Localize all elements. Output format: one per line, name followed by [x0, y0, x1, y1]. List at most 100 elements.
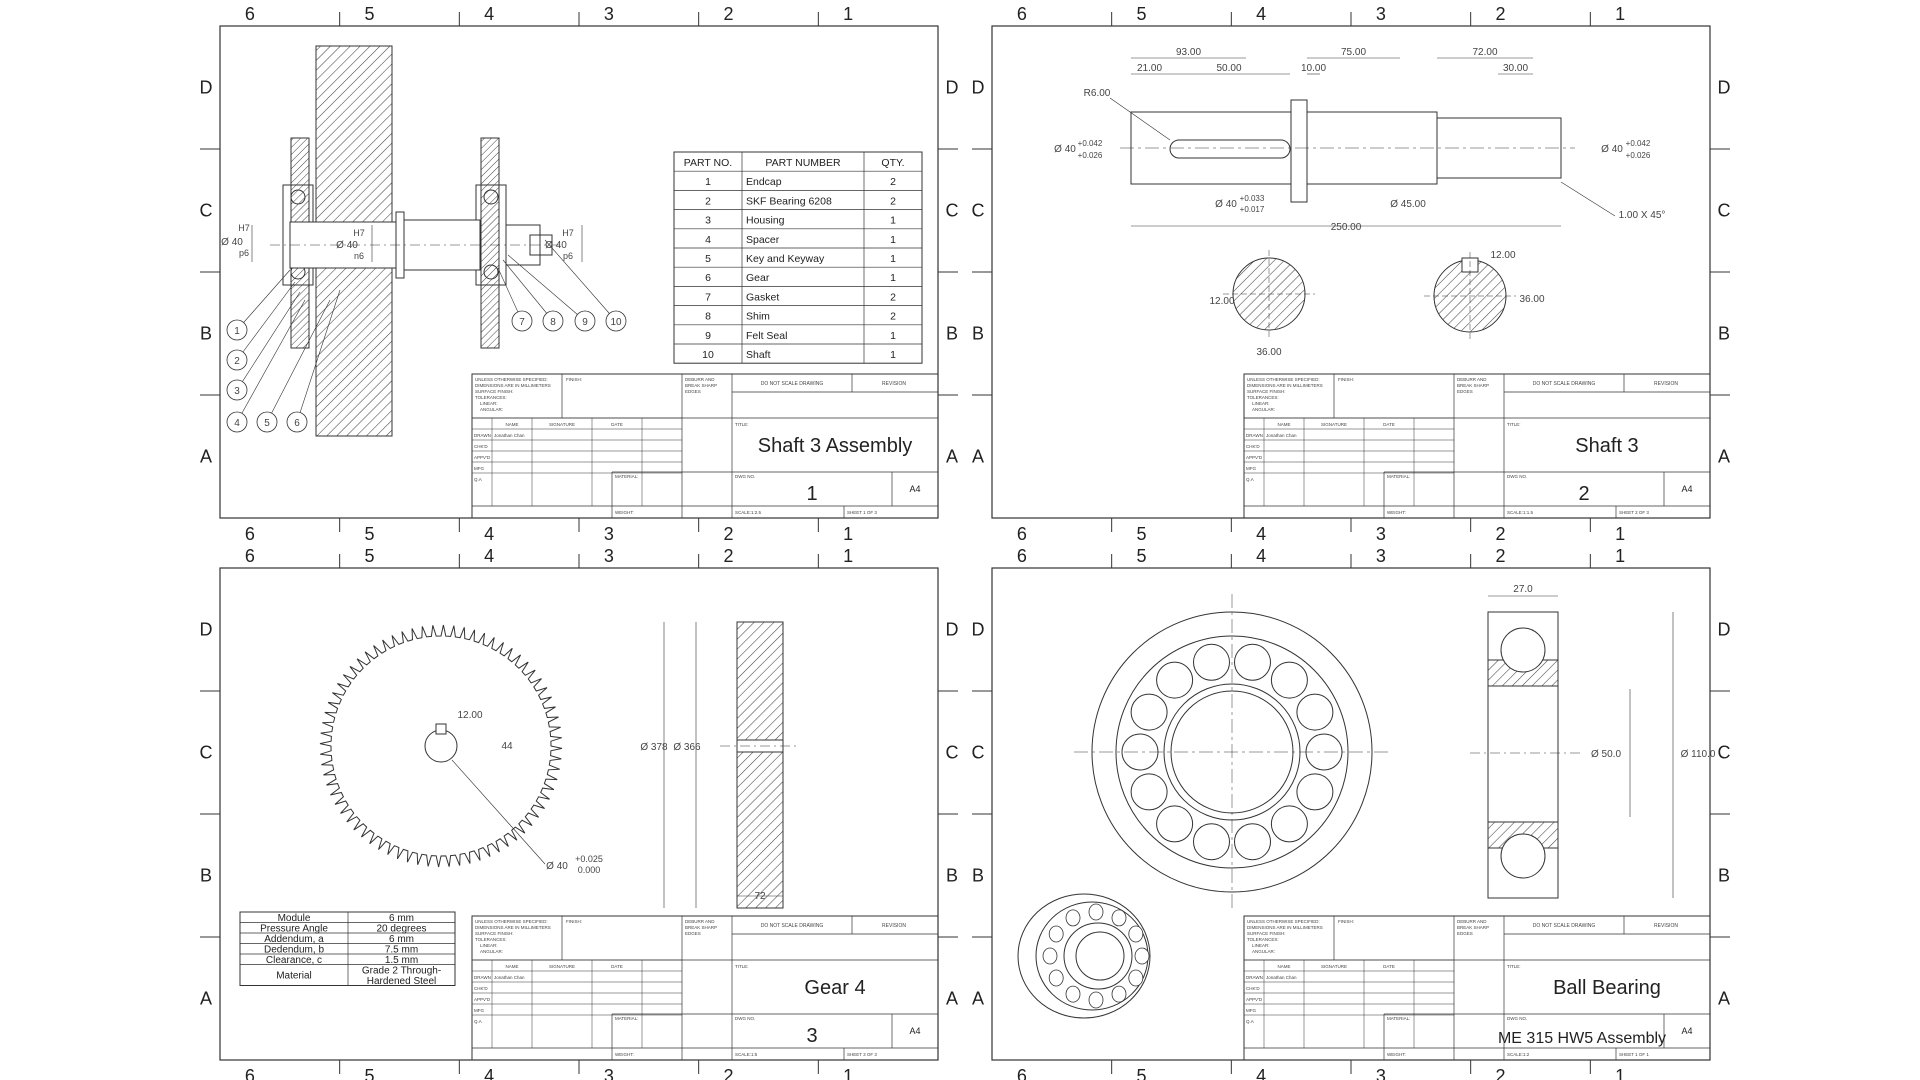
bom-cell: Gear	[746, 272, 770, 284]
dim-label: Ø 45.00	[1390, 199, 1426, 210]
dim-label: Ø 378	[640, 742, 668, 753]
bearing-ball-icon	[1296, 693, 1334, 731]
dim-label: 36.00	[1256, 347, 1281, 358]
bom-cell: 6	[705, 272, 711, 284]
tb-note: FINISH:	[566, 919, 582, 924]
zone-col-bottom: 5	[1136, 1066, 1146, 1080]
drawing-number: 1	[806, 483, 817, 505]
endcap-right	[480, 137, 500, 349]
bom-cell: 1	[890, 330, 896, 342]
balloon-number: 7	[519, 317, 525, 328]
dim-label: 72	[754, 891, 766, 902]
gear-side-section	[736, 621, 784, 909]
bearing-ball-icon	[1270, 805, 1308, 843]
spec-value: 6 mm	[389, 913, 414, 924]
tb-note: DATE	[1383, 422, 1395, 427]
zone-col-top: 2	[1495, 4, 1505, 24]
tb-note: MATERIAL:	[1387, 474, 1410, 479]
tb-note: SIGNATURE	[1321, 422, 1347, 427]
zone-col-top: 6	[1017, 4, 1027, 24]
bearing-ball-icon	[1156, 805, 1194, 843]
tb-note: UNLESS OTHERWISE SPECIFIED:	[1247, 919, 1320, 924]
bom-cell: 5	[705, 253, 711, 265]
tol-label: +0.042	[1626, 139, 1651, 148]
fit-label: p6	[563, 251, 573, 261]
tb-note: DRAWN	[474, 433, 491, 438]
bom-cell: 7	[705, 291, 711, 303]
tb-note: TOLERANCES:	[1247, 395, 1279, 400]
tb-note: EDGES	[685, 389, 701, 394]
zone-row-left: A	[200, 447, 212, 467]
zone-col-top: 4	[484, 546, 494, 566]
title-block-frame	[1243, 915, 1711, 1061]
zone-col-bottom: 1	[1615, 1066, 1625, 1080]
tb-note: DIMENSIONS ARE IN MILLIMETERS	[1247, 383, 1323, 388]
bom-cell: 2	[705, 195, 711, 207]
tb-note: SURFACE FINISH:	[1247, 931, 1286, 936]
iso-ball-icon	[1111, 985, 1127, 1003]
bom-cell: Shim	[746, 311, 770, 323]
balloon-number: 10	[610, 317, 622, 328]
bom-cell: 4	[705, 234, 711, 246]
zone-row-left: B	[200, 866, 212, 886]
zone-col-top: 3	[604, 546, 614, 566]
bearing-ball-icon	[1296, 773, 1334, 811]
dim-label: 36.00	[1519, 294, 1544, 305]
dim-label: 12.00	[1209, 296, 1234, 307]
zone-col-bottom: 6	[1017, 1066, 1027, 1080]
balloon-6	[286, 411, 308, 433]
tb-note: DIMENSIONS ARE IN MILLIMETERS	[1247, 925, 1323, 930]
tb-note: CHK'D	[474, 444, 488, 449]
zone-col-bottom: 5	[364, 524, 374, 544]
bearing-ball-icon	[1130, 773, 1168, 811]
dim-label: 1.00 X 45°	[1619, 210, 1666, 221]
zone-col-top: 3	[1376, 546, 1386, 566]
sheet-size: A4	[909, 1026, 920, 1036]
iso-ball-icon	[1048, 969, 1064, 987]
balloon-7	[511, 310, 533, 332]
iso-ball-icon	[1088, 991, 1104, 1009]
tb-note: BREAK SHARP	[685, 925, 717, 930]
zone-col-bottom: 3	[1376, 524, 1386, 544]
tb-note: TITLE:	[1507, 422, 1521, 427]
zone-row-left: B	[972, 866, 984, 886]
iso-ball-icon	[1065, 909, 1081, 927]
zone-row-right: A	[946, 989, 958, 1009]
bearing-ball-icon	[483, 189, 499, 205]
zone-row-right: C	[1718, 201, 1731, 221]
tol-label: +0.026	[1626, 151, 1651, 160]
tb-note: FINISH:	[1338, 919, 1354, 924]
dim-label: Ø 40	[545, 240, 567, 251]
dim-label: 30.00	[1503, 63, 1528, 74]
tb-note: DIMENSIONS ARE IN MILLIMETERS	[475, 925, 551, 930]
bearing-ball-icon	[483, 264, 499, 280]
zone-row-right: A	[946, 447, 958, 467]
tb-note: SURFACE FINISH:	[475, 931, 514, 936]
spec-value: Hardened Steel	[367, 976, 437, 987]
tb-note: REVISION	[882, 381, 906, 387]
tb-note: FINISH:	[566, 377, 582, 382]
zone-col-bottom: 5	[1136, 524, 1146, 544]
tb-note: TITLE:	[735, 422, 749, 427]
dim-label: 250.00	[1331, 222, 1362, 233]
zone-col-top: 3	[1376, 4, 1386, 24]
bom-cell: Spacer	[746, 234, 780, 246]
zone-col-bottom: 1	[1615, 524, 1625, 544]
zone-col-bottom: 2	[1495, 1066, 1505, 1080]
tb-note: Q.A	[474, 477, 482, 482]
tb-note: APPV'D	[474, 455, 491, 460]
tol-label: +0.017	[1240, 205, 1265, 214]
dim-label: 27.0	[1513, 584, 1533, 595]
tb-note: REVISION	[1654, 923, 1678, 929]
spec-label: Module	[278, 913, 311, 924]
bom-cell: 1	[705, 176, 711, 188]
tb-note: BREAK SHARP	[1457, 383, 1489, 388]
tb-scale: SCALE:1:1.5	[1507, 510, 1534, 515]
iso-ball-icon	[1111, 909, 1127, 927]
zone-row-left: C	[200, 201, 213, 221]
zone-col-bottom: 6	[245, 1066, 255, 1080]
tol-label: +0.033	[1240, 194, 1265, 203]
